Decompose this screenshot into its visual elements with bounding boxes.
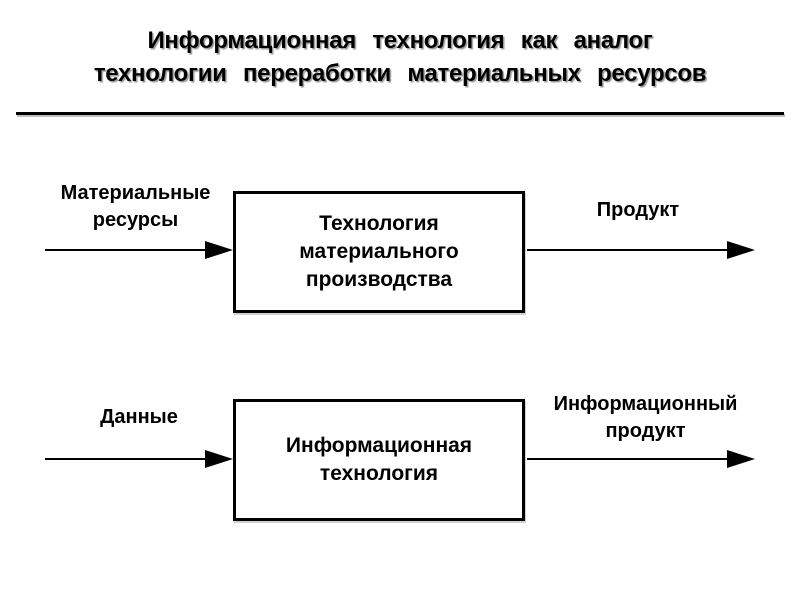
product-output-label: Продукт — [596, 199, 680, 221]
information-output-arrowhead-right-icon — [727, 450, 755, 468]
data-input-label: Данные — [100, 406, 178, 428]
slide-title-line2: технологии переработки материальных ресу… — [93, 60, 707, 87]
information-product-output-label: Информационный продукт — [553, 393, 738, 442]
title-divider-rule — [16, 112, 784, 115]
material-input-arrowhead-right-icon — [205, 241, 233, 259]
material-output-arrowhead-right-icon — [727, 241, 755, 259]
material-input-arrow-line — [45, 249, 206, 251]
slide-title-line1: Информационная технология как аналог — [147, 27, 653, 54]
information-input-arrowhead-right-icon — [205, 450, 233, 468]
information-technology-process-box: Информационная технология — [233, 399, 525, 521]
slide-title: Информационная технология как аналог тех… — [0, 24, 800, 90]
material-resources-input-label: Материальные ресурсы — [60, 182, 211, 231]
material-output-arrow-line — [527, 249, 728, 251]
information-output-arrow-line — [527, 458, 728, 460]
material-production-process-box: Технология материального производства — [233, 191, 525, 313]
information-input-arrow-line — [45, 458, 206, 460]
